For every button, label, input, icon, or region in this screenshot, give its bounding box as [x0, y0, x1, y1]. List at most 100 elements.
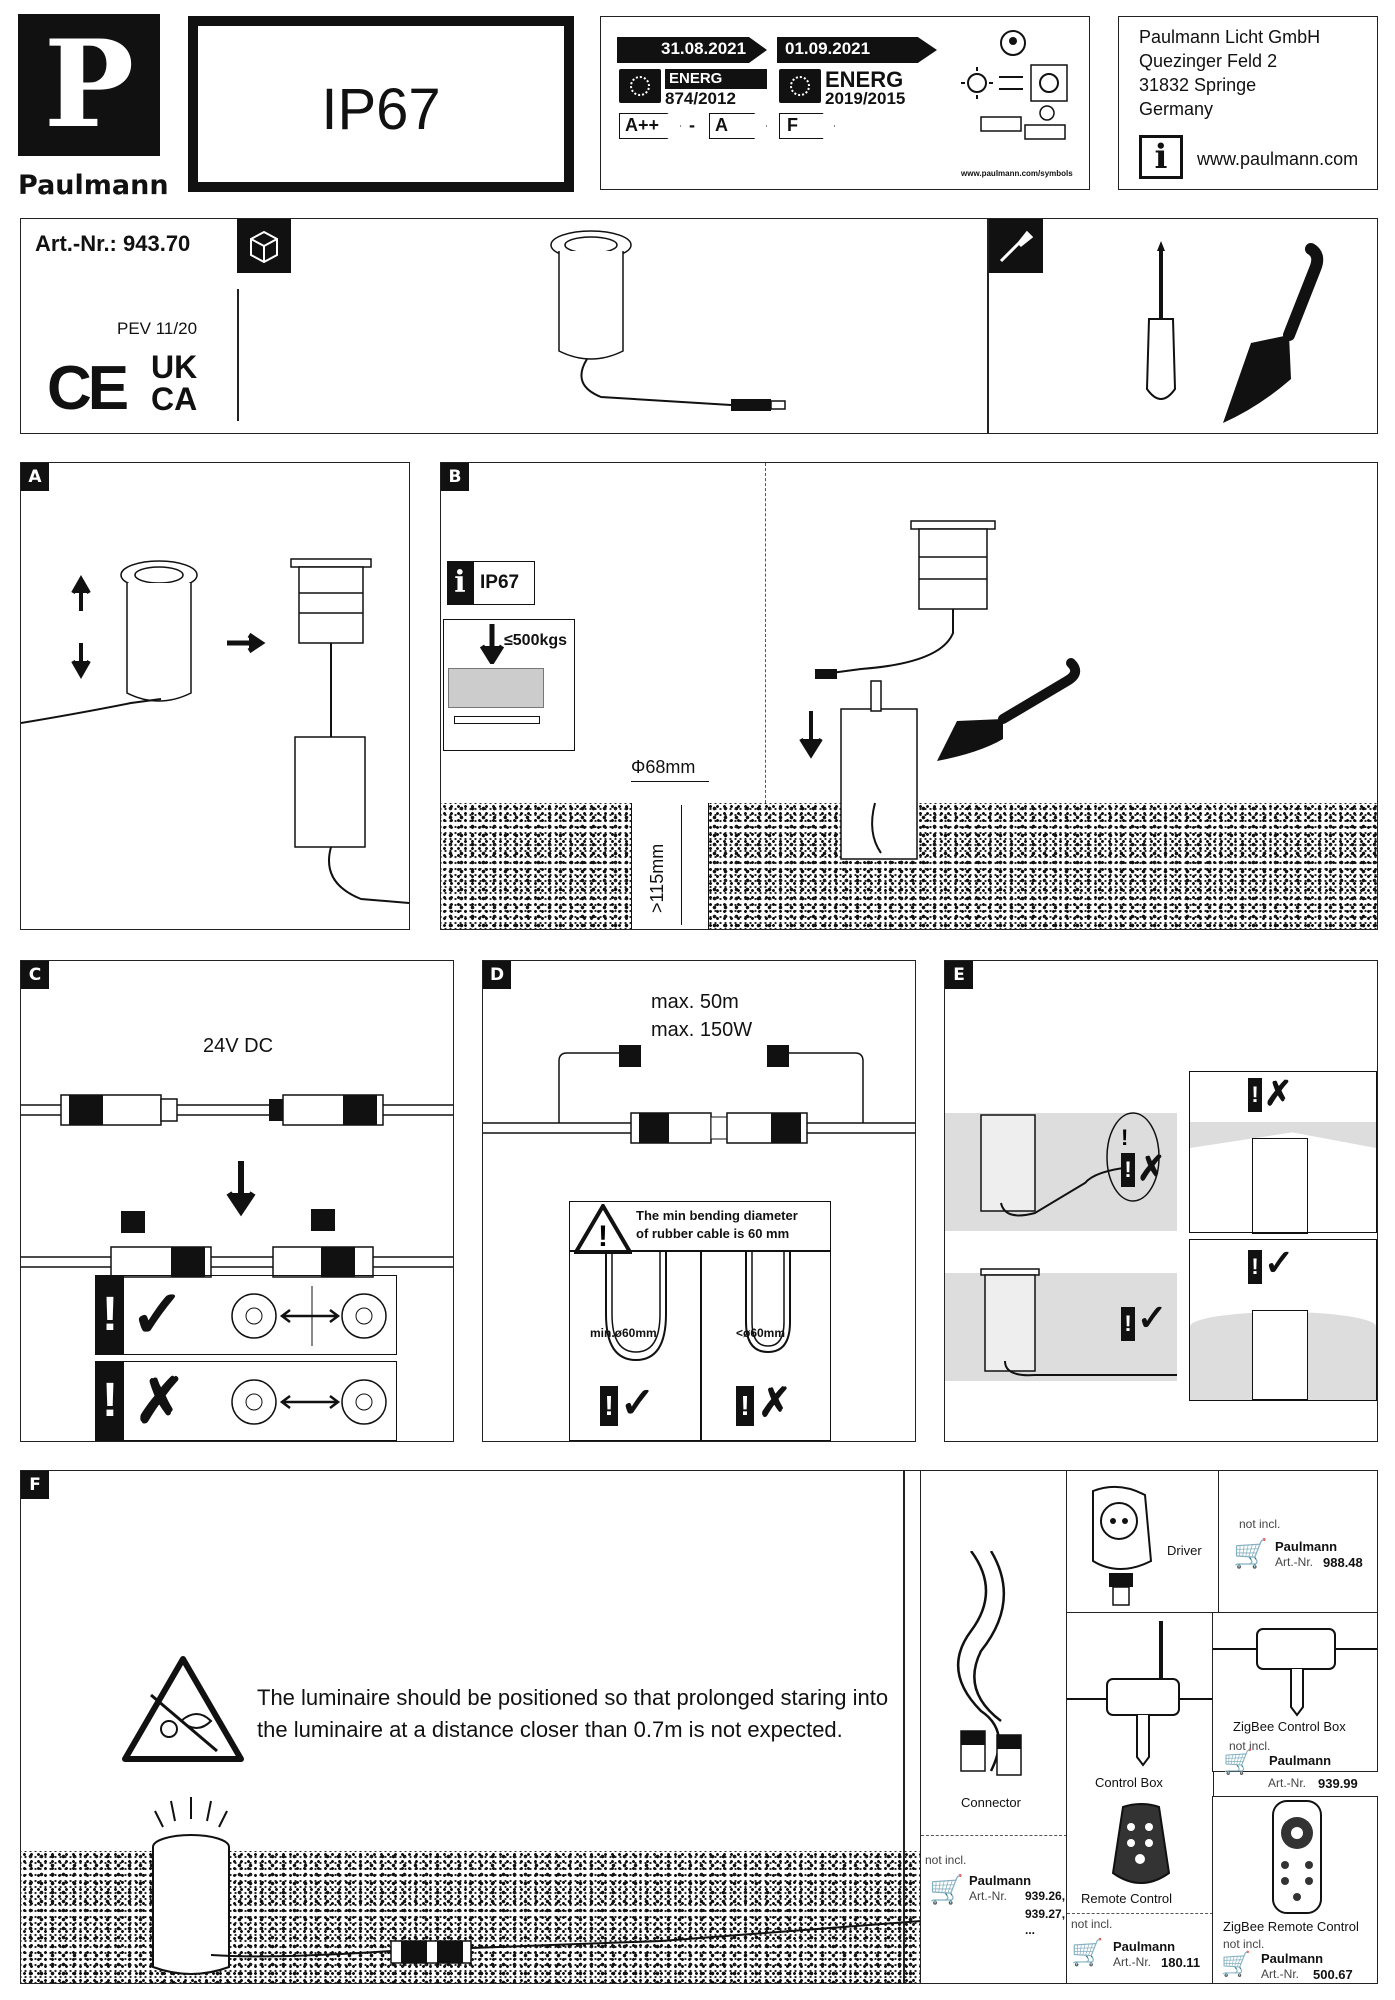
zigbee-remote-art: 500.67	[1313, 1967, 1353, 1982]
step-d-max-length: max. 50m	[651, 991, 739, 1013]
exclamation-icon: !	[1248, 1078, 1262, 1112]
remote-control-illustration	[1111, 1803, 1171, 1884]
shopping-cart-icon: 🛒	[1233, 1538, 1268, 1569]
divider	[765, 463, 766, 813]
tools-icon	[989, 219, 1043, 273]
remote-brand: Paulmann	[1113, 1939, 1176, 1954]
class-arrow-old-to	[709, 113, 767, 139]
wrong-install-detail: ! ✗	[1189, 1071, 1377, 1234]
bending-warning-line1: The min bending diameter	[636, 1208, 798, 1223]
zigbee-box-illustration	[1213, 1628, 1377, 1717]
driver-brand: Paulmann	[1275, 1539, 1338, 1554]
step-b-load: ≤500kgs	[504, 632, 568, 649]
driver-plug-illustration	[1092, 1485, 1153, 1606]
step-label: F	[21, 1471, 49, 1499]
check-icon: ✓	[130, 1277, 186, 1351]
ip-rating-text: IP67	[321, 77, 441, 142]
energy-date-old: 31.08.2021	[661, 39, 747, 58]
down-arrow-icon	[480, 624, 504, 664]
exclamation-icon: !	[1248, 1250, 1262, 1284]
cross-icon: ✗	[758, 1381, 792, 1425]
energy-class-new: F	[787, 115, 798, 135]
zigbee-remote-accessory: ZigBee Remote Control not incl. 🛒 Paulma…	[1212, 1796, 1378, 1984]
cross-icon: ✗	[1264, 1075, 1293, 1113]
depth-line	[681, 805, 682, 925]
brand-logo: P Paulmann	[18, 14, 169, 201]
exclamation-icon: !	[1121, 1307, 1135, 1341]
bending-warning-panel: ! The min bending diameter of rubber cab…	[569, 1201, 831, 1441]
logo-letter: P	[43, 14, 135, 155]
company-name: Paulmann Licht GmbH	[1139, 27, 1321, 47]
check-icon: ✓	[1137, 1297, 1168, 1338]
remote-art-prefix: Art.-Nr.	[1113, 1955, 1151, 1969]
info-icon: i	[447, 561, 473, 605]
energy-box-old: ENERG	[665, 69, 767, 89]
driver-art: 988.48	[1323, 1555, 1363, 1570]
zigbee-remote-art-prefix: Art.-Nr.	[1261, 1967, 1299, 1981]
info-icon: i	[1139, 135, 1183, 179]
shopping-cart-icon: 🛒	[1223, 1749, 1253, 1776]
remote-control-name: Remote Control	[1081, 1891, 1173, 1906]
shopping-cart-icon: 🛒	[1221, 1951, 1251, 1978]
zigbee-box-art: 939.99	[1318, 1776, 1358, 1791]
step-d-connector-illustration	[483, 1045, 915, 1144]
energy-date-new-arrow	[777, 37, 937, 63]
product-illustration	[550, 230, 786, 411]
ukca-top: UK	[151, 349, 198, 385]
step-f-panel: F The luminaire should be positioned so …	[20, 1470, 922, 1984]
connector-accessory: Connector not incl. 🛒 Paulmann Art.-Nr. …	[920, 1470, 1068, 1984]
correct-orientation-row: ! ✓	[95, 1275, 397, 1355]
tight-bend-loop-icon	[745, 1252, 791, 1354]
divider	[921, 1835, 1067, 1836]
zigbee-remote-illustration	[1272, 1800, 1322, 1914]
class-arrow-old-from	[619, 113, 681, 139]
drilled-hole	[631, 803, 709, 929]
step-b-depth: >115mm	[647, 843, 667, 913]
step-label: B	[441, 463, 469, 491]
connector-art-2: 939.27,	[1025, 1907, 1066, 1921]
company-website[interactable]: www.paulmann.com	[1197, 149, 1359, 169]
check-icon: ✓	[1264, 1242, 1295, 1283]
driver-name: Driver	[1167, 1543, 1202, 1558]
positioning-warning-line2: the luminaire at a distance closer than …	[257, 1717, 843, 1742]
energy-class-dash: -	[689, 115, 695, 135]
bending-warning-line2: of rubber cable is 60 mm	[636, 1226, 790, 1241]
eu-flag-icon-new	[779, 69, 821, 103]
connector-art-3: ...	[1025, 1923, 1036, 1937]
symbols-url: www.paulmann.com/symbols	[961, 169, 1073, 178]
control-box-name: Control Box	[1095, 1775, 1163, 1790]
divider	[237, 289, 239, 421]
exclamation-icon: !	[96, 1362, 124, 1440]
trowel-icon	[1223, 243, 1324, 423]
load-table	[454, 716, 540, 724]
correct-install-detail: ! ✓	[1189, 1239, 1377, 1401]
control-box-illustration	[1067, 1621, 1213, 1767]
min-bend-loop-icon	[605, 1252, 667, 1362]
exclamation-icon: !	[1121, 1153, 1135, 1187]
divider	[903, 1471, 905, 1983]
cross-icon: ✗	[134, 1367, 186, 1436]
zigbee-box-art-prefix: Art.-Nr.	[1268, 1776, 1306, 1790]
control-box-accessory: Control Box Remote Control not incl. 🛒 P…	[1066, 1612, 1214, 1984]
step-c-connector-illustration	[21, 1094, 453, 1278]
min-bend-label: min.ø60mm	[590, 1326, 657, 1340]
company-info-panel: Paulmann Licht GmbH Quezinger Feld 2 318…	[1118, 16, 1378, 190]
load-panel: ≤500kgs	[443, 619, 575, 751]
company-city: 31832 Springe	[1139, 75, 1257, 95]
divider	[1067, 1913, 1213, 1914]
step-label: E	[945, 961, 973, 989]
cross-icon: ✗	[1137, 1150, 1166, 1188]
step-c-voltage: 24V DC	[203, 1035, 274, 1057]
step-b-install-illustration	[799, 520, 1081, 860]
connector-name: Connector	[961, 1795, 1021, 1810]
warning-triangle-icon: !	[574, 1204, 632, 1254]
energy-date-new: 01.09.2021	[785, 39, 871, 58]
load-block	[448, 668, 544, 708]
brand-name: Paulmann	[18, 170, 169, 201]
zigbee-remote-brand: Paulmann	[1261, 1951, 1324, 1966]
ip-rating-box: IP67	[188, 16, 574, 192]
not-included-label: not incl.	[1071, 1917, 1113, 1931]
positioning-warning-line1: The luminaire should be positioned so th…	[257, 1685, 889, 1710]
ukca-bottom: CA	[151, 381, 198, 417]
energy-reg-new: 2019/2015	[825, 89, 906, 108]
